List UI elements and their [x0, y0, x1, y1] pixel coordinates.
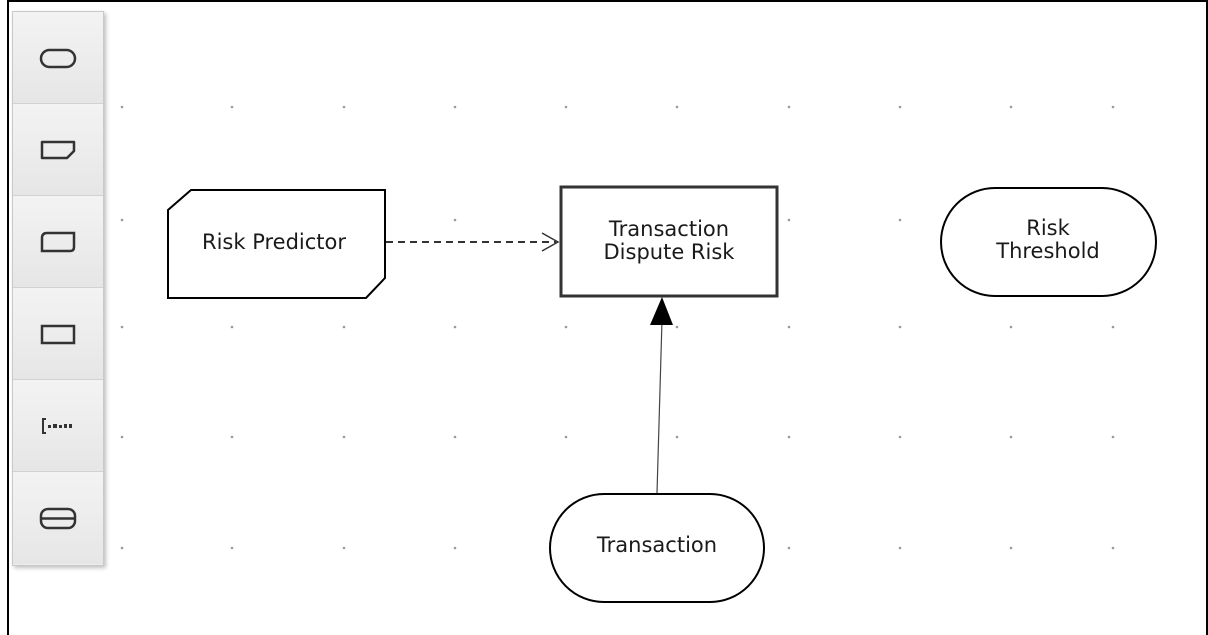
- grid-dot: [675, 105, 679, 109]
- grid-dots: [120, 105, 1115, 550]
- grid-dot: [342, 435, 346, 439]
- grid-dot: [120, 218, 124, 222]
- grid-dot: [1009, 325, 1013, 329]
- risk-predictor-label-line-1: Risk Predictor: [202, 230, 346, 254]
- transaction-dispute-risk-label-line-1: Transaction: [608, 217, 729, 241]
- grid-dot: [120, 325, 124, 329]
- knowledge-requirement-edge[interactable]: [386, 232, 560, 252]
- grid-dot: [453, 218, 457, 222]
- grid-dot: [787, 105, 791, 109]
- transaction-label-line-1: Transaction: [596, 533, 717, 557]
- information-requirement-edge[interactable]: [650, 297, 673, 494]
- grid-dot: [342, 546, 346, 550]
- input-data-icon: [40, 140, 76, 159]
- grid-dot: [1009, 105, 1013, 109]
- palette-item-knowledge-source[interactable]: [13, 196, 103, 288]
- grid-dot: [787, 325, 791, 329]
- palette-item-decision-oval[interactable]: [13, 12, 103, 104]
- risk-threshold-label-line-2: Threshold: [995, 239, 1100, 263]
- risk-threshold-label-line-1: Risk: [1026, 216, 1070, 240]
- grid-dot: [787, 435, 791, 439]
- grid-dot: [1009, 435, 1013, 439]
- grid-dot: [1111, 325, 1115, 329]
- grid-dot: [230, 105, 234, 109]
- text-annotation-icon: [42, 417, 72, 434]
- grid-dot: [898, 105, 902, 109]
- grid-dot: [898, 546, 902, 550]
- palette-item-decision-service[interactable]: [13, 472, 103, 564]
- grid-dot: [342, 325, 346, 329]
- risk-predictor-node[interactable]: Risk Predictor: [167, 189, 386, 299]
- grid-dot: [453, 105, 457, 109]
- grid-dot: [675, 325, 679, 329]
- transaction-dispute-risk-node[interactable]: Transaction Dispute Risk: [559, 185, 779, 298]
- grid-dot: [342, 105, 346, 109]
- grid-dot: [787, 218, 791, 222]
- grid-dot: [675, 435, 679, 439]
- grid-dot: [453, 546, 457, 550]
- decision-rectangle-icon: [40, 324, 76, 344]
- knowledge-source-icon: [40, 231, 76, 252]
- grid-dot: [898, 325, 902, 329]
- transaction-dispute-risk-label-line-2: Dispute Risk: [604, 240, 736, 264]
- grid-dot: [898, 435, 902, 439]
- grid-dot: [120, 435, 124, 439]
- grid-dot: [1111, 105, 1115, 109]
- decision-oval-icon: [39, 48, 77, 68]
- grid-dot: [230, 325, 234, 329]
- grid-dot: [1111, 435, 1115, 439]
- grid-dot: [787, 546, 791, 550]
- decision-service-icon: [39, 507, 77, 530]
- risk-threshold-node[interactable]: Risk Threshold: [940, 187, 1157, 297]
- palette-item-decision-rectangle[interactable]: [13, 288, 103, 380]
- grid-dot: [453, 435, 457, 439]
- grid-dot: [230, 435, 234, 439]
- grid-dot: [564, 325, 568, 329]
- grid-dot: [230, 546, 234, 550]
- grid-dot: [564, 105, 568, 109]
- grid-dot: [120, 105, 124, 109]
- grid-dot: [1009, 546, 1013, 550]
- palette-item-text-annotation[interactable]: [13, 380, 103, 472]
- grid-dot: [453, 325, 457, 329]
- transaction-node[interactable]: Transaction: [549, 493, 765, 603]
- grid-dot: [1111, 546, 1115, 550]
- grid-dot: [898, 218, 902, 222]
- shape-palette: [12, 11, 104, 566]
- palette-item-input-data[interactable]: [13, 104, 103, 196]
- grid-dot: [564, 435, 568, 439]
- grid-dot: [120, 546, 124, 550]
